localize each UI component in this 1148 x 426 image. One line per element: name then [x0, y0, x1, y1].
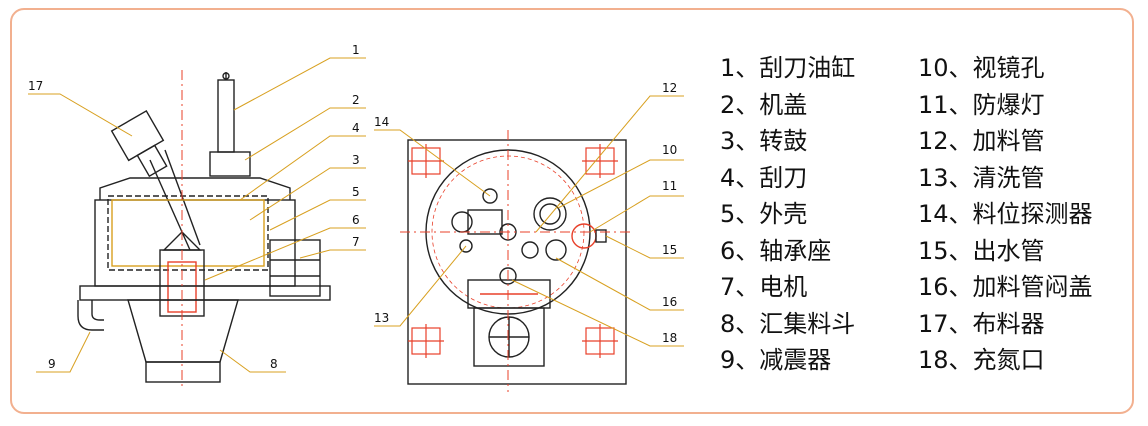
callout-8: 8: [270, 357, 278, 371]
legend-item: 7、电机: [720, 273, 808, 301]
legend-column-2: 10、视镜孔 11、防爆灯 12、加料管 13、清洗管 14、料位探测器 15、…: [918, 50, 1093, 379]
legend-item: 11、防爆灯: [918, 90, 1045, 119]
legend-item: 8、汇集料斗: [720, 309, 856, 338]
legend-item: 3、转鼓: [720, 127, 808, 155]
legend-item: 12、加料管: [918, 127, 1045, 155]
callout-17: 17: [28, 79, 43, 93]
legend-column-1: 1、刮刀油缸 2、机盖 3、转鼓 4、刮刀 5、外壳 6、轴承座 7、电机 8、…: [720, 50, 855, 379]
legend-item: 9、减震器: [720, 346, 832, 374]
side-view-leaders: [28, 57, 366, 373]
callout-11: 11: [662, 179, 677, 193]
callout-12: 12: [662, 81, 677, 95]
callout-6: 6: [352, 213, 360, 227]
legend-item: 4、刮刀: [720, 163, 808, 192]
diagram-frame: [10, 8, 1134, 414]
legend-item: 1、刮刀油缸: [720, 54, 856, 82]
callout-2: 2: [352, 93, 360, 107]
legend-item: 15、出水管: [918, 236, 1045, 265]
callout-9: 9: [48, 357, 56, 371]
legend-item: 5、外壳: [720, 200, 808, 228]
legend-item: 14、料位探测器: [918, 200, 1093, 228]
callout-3: 3: [352, 153, 360, 167]
callout-7: 7: [352, 235, 360, 249]
legend-item: 10、视镜孔: [918, 54, 1045, 82]
callout-16: 16: [662, 295, 677, 309]
legend-item: 6、轴承座: [720, 236, 832, 265]
legend-item: 2、机盖: [720, 90, 808, 119]
callout-14: 14: [374, 115, 389, 129]
callout-18: 18: [662, 331, 677, 345]
legend-item: 17、布料器: [918, 309, 1045, 338]
callout-10: 10: [662, 143, 677, 157]
legend-item: 13、清洗管: [918, 163, 1045, 192]
top-view-callout-numbers: 10 11 12 13 14 15 16 18: [374, 81, 677, 345]
callout-13: 13: [374, 311, 389, 325]
side-view: [77, 70, 331, 390]
callout-15: 15: [662, 243, 677, 257]
legend-item: 18、充氮口: [918, 346, 1045, 374]
legend-item: 16、加料管闷盖: [918, 273, 1093, 301]
callout-1: 1: [352, 43, 360, 57]
top-view: [400, 130, 630, 392]
top-view-leaders: [374, 95, 684, 347]
callout-4: 4: [352, 121, 360, 135]
callout-5: 5: [352, 185, 360, 199]
side-view-callout-numbers: 1 2 3 4 5 6 7 8 9 17: [28, 43, 360, 371]
